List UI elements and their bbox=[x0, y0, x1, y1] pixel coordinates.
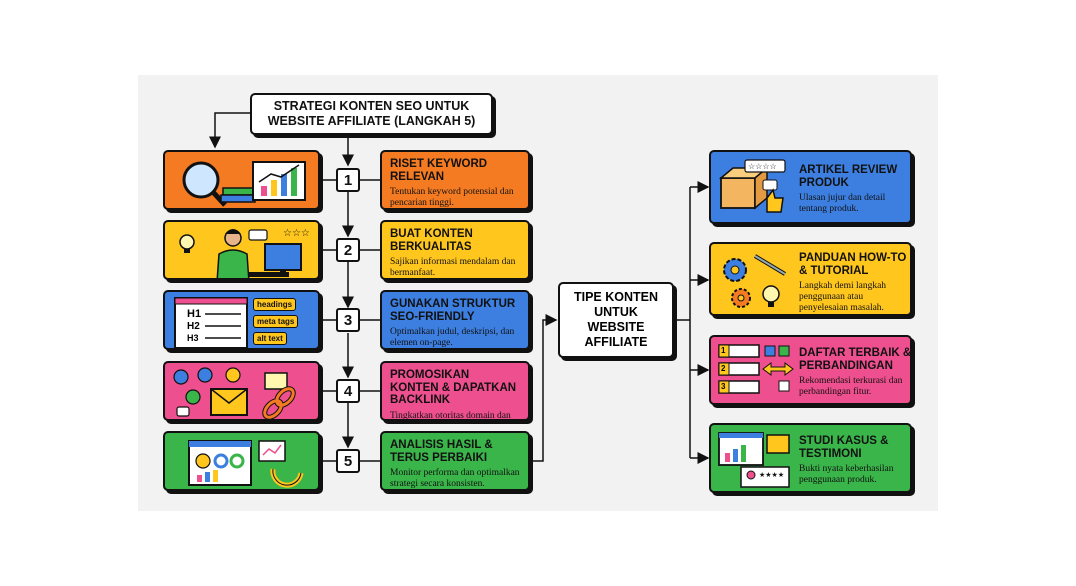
step-2-title: BUAT KONTEN BERKUALITAS bbox=[390, 228, 473, 253]
social-link-icon bbox=[173, 367, 296, 419]
type-2-card: PANDUAN HOW-TO & TUTORIAL Langkah demi l… bbox=[709, 242, 912, 316]
step-1-desc: Tentukan keyword potensial dan pencarian… bbox=[390, 187, 514, 208]
step-1-card: RISET KEYWORD RELEVAN Tentukan keyword p… bbox=[380, 150, 530, 210]
analytics-cycle-icon bbox=[188, 440, 304, 488]
step-5-desc: Monitor performa dan optimalkan strategi… bbox=[390, 468, 520, 489]
tag-headings: headings bbox=[253, 298, 297, 311]
type-4-desc: Bukti nyata keberhasilan penggunaan prod… bbox=[799, 464, 894, 485]
checklist-compare-icon bbox=[718, 344, 794, 394]
seo-h3: H3 bbox=[187, 333, 199, 343]
step-4-card: PROMOSIKAN KONTEN & DAPATKAN BACKLINK Ti… bbox=[380, 361, 530, 421]
gears-bulb-icon bbox=[723, 254, 787, 308]
step-3-card: GUNAKAN STRUKTUR SEO-FRIENDLY Optimalkan… bbox=[380, 290, 530, 350]
step-4-desc: Tingkatkan otoritas domain dan jangkauan… bbox=[390, 410, 511, 421]
step-1-illustration bbox=[163, 150, 320, 210]
content-types-hub: TIPE KONTEN UNTUK WEBSITE AFFILIATE bbox=[558, 282, 674, 358]
svg-text:☆☆☆☆: ☆☆☆☆ bbox=[748, 162, 777, 171]
step-2-illustration: ☆☆☆ bbox=[163, 220, 320, 280]
type-3-card: 1 2 3 DAFTAR TERBAIK & PERBANDINGAN Reko… bbox=[709, 335, 912, 405]
step-5-illustration bbox=[163, 431, 320, 491]
product-box-review-icon: ☆☆☆☆ bbox=[718, 159, 786, 213]
type-2-title: PANDUAN HOW-TO & TUTORIAL bbox=[799, 252, 907, 277]
case-study-chart-icon: ★★★★ bbox=[718, 432, 790, 488]
list-number-2: 2 bbox=[721, 364, 726, 373]
step-1-number: 1 bbox=[336, 168, 360, 192]
step-5-card: ANALISIS HASIL & TERUS PERBAIKI Monitor … bbox=[380, 431, 530, 491]
type-3-title: DAFTAR TERBAIK & PERBANDINGAN bbox=[799, 347, 912, 372]
step-3-desc: Optimalkan judul, deskripsi, dan elemen … bbox=[390, 327, 515, 348]
svg-text:☆☆☆: ☆☆☆ bbox=[283, 228, 310, 239]
type-2-desc: Langkah demi langkah penggunaan atau pen… bbox=[799, 281, 887, 313]
step-3-illustration: H1 H2 H3 headings meta tags alt text bbox=[163, 290, 320, 350]
step-4-title: PROMOSIKAN KONTEN & DAPATKAN BACKLINK bbox=[390, 369, 517, 406]
list-number-1: 1 bbox=[721, 346, 726, 355]
tag-alt: alt text bbox=[253, 332, 287, 345]
step-2-desc: Sajikan informasi mendalam dan bermanfaa… bbox=[390, 257, 516, 278]
type-1-card: ☆☆☆☆ ARTIKEL REVIEW PRODUK Ulasan jujur … bbox=[709, 150, 912, 224]
step-2-card: BUAT KONTEN BERKUALITAS Sajikan informas… bbox=[380, 220, 530, 280]
step-5-title: ANALISIS HASIL & TERUS PERBAIKI bbox=[390, 439, 493, 464]
step-5-number: 5 bbox=[336, 449, 360, 473]
type-4-card: ★★★★ STUDI KASUS & TESTIMONI Bukti nyata… bbox=[709, 423, 912, 493]
step-1-title: RISET KEYWORD RELEVAN bbox=[390, 158, 488, 183]
seo-structure-icon bbox=[174, 297, 248, 348]
tag-meta: meta tags bbox=[253, 315, 299, 328]
step-4-illustration bbox=[163, 361, 320, 421]
step-2-number: 2 bbox=[336, 238, 360, 262]
seo-h1: H1 bbox=[187, 308, 202, 320]
type-4-title: STUDI KASUS & TESTIMONI bbox=[799, 435, 889, 460]
type-1-desc: Ulasan jujur dan detail tentang produk. bbox=[799, 193, 886, 214]
person-computer-icon: ☆☆☆ bbox=[179, 228, 310, 278]
type-1-title: ARTIKEL REVIEW PRODUK bbox=[799, 164, 898, 189]
step-4-number: 4 bbox=[336, 379, 360, 403]
svg-text:★★★★: ★★★★ bbox=[759, 471, 784, 479]
step-3-number: 3 bbox=[336, 308, 360, 332]
type-3-desc: Rekomendasi terkurasi dan perbandingan f… bbox=[799, 376, 903, 397]
diagram-title: STRATEGI KONTEN SEO UNTUK WEBSITE AFFILI… bbox=[250, 93, 493, 135]
seo-h2: H2 bbox=[187, 321, 200, 332]
list-number-3: 3 bbox=[721, 382, 726, 391]
magnifier-books-chart-icon bbox=[182, 161, 306, 207]
step-3-title: GUNAKAN STRUKTUR SEO-FRIENDLY bbox=[390, 298, 516, 323]
